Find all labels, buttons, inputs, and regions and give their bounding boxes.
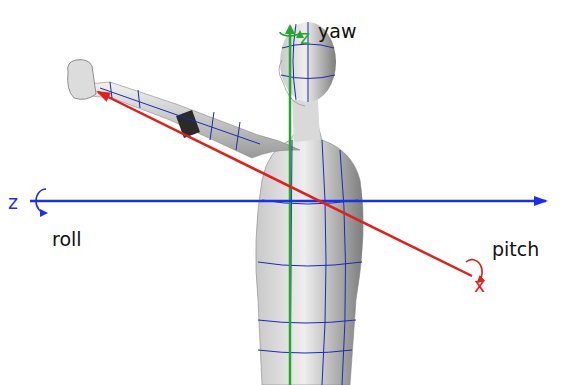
rotation-label: yaw (318, 22, 356, 41)
axis-letter: x (474, 276, 485, 295)
rotation-label: roll (52, 230, 82, 249)
axis-letter: z (300, 28, 310, 47)
rotation-label: pitch (492, 240, 539, 259)
axis-letter: z (8, 193, 18, 212)
